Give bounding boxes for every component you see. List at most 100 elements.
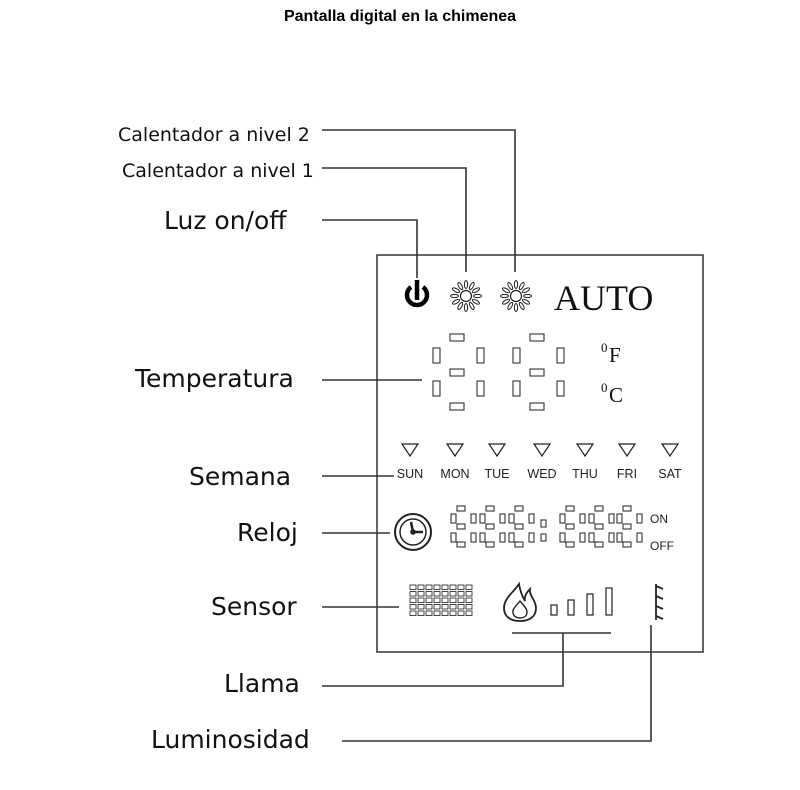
sensor-cell <box>449 584 457 590</box>
sensor-cell <box>409 591 417 597</box>
sensor-cell <box>465 591 473 597</box>
sun-ray <box>513 303 519 312</box>
sun-ray <box>463 280 469 289</box>
sensor-cell <box>449 591 457 597</box>
timer-segment-horizontal <box>622 523 632 530</box>
day-label-thu: THU <box>572 467 598 481</box>
day-label-tue: TUE <box>485 467 510 481</box>
digit-segment-vertical <box>512 380 521 397</box>
timer-segment-vertical <box>616 532 623 543</box>
flame-level-bar <box>586 593 594 616</box>
timer-colon-dot <box>540 533 547 542</box>
timer-segment-vertical <box>588 532 595 543</box>
label-temperature: Temperatura <box>134 364 294 393</box>
timer-segment-horizontal <box>622 505 632 512</box>
label-clock: Reloj <box>237 518 298 547</box>
timer-segment-vertical <box>450 513 457 524</box>
heater-level-1-icon <box>450 280 482 312</box>
timer-colon-dot <box>540 519 547 528</box>
sun-ray <box>523 293 532 299</box>
sun-core <box>459 289 473 303</box>
leader-heater-level-2 <box>322 129 516 272</box>
timer-segment-horizontal <box>456 505 466 512</box>
unit-c-prefix: 0 <box>601 380 608 395</box>
sensor-cell <box>425 591 433 597</box>
flame-level-bar <box>567 599 575 616</box>
timer-segment-horizontal <box>485 505 495 512</box>
sensor-cell <box>457 604 465 610</box>
sun-ray <box>507 301 514 311</box>
label-sensor: Sensor <box>211 592 297 621</box>
sun-ray <box>457 281 464 291</box>
sensor-cell <box>425 604 433 610</box>
sun-ray <box>450 293 459 299</box>
timer-segment-vertical <box>479 513 486 524</box>
label-brightness: Luminosidad <box>151 725 310 754</box>
timer-segment-vertical <box>579 513 586 524</box>
digit-segment-horizontal <box>449 402 465 411</box>
timer-segment-horizontal <box>514 541 524 548</box>
digit-segment-vertical <box>476 380 485 397</box>
digit-segment-horizontal <box>529 368 545 377</box>
timer-segment-vertical <box>470 513 477 524</box>
sensor-cell <box>433 597 441 603</box>
sun-ray <box>501 298 511 305</box>
sensor-cell <box>449 610 457 616</box>
timer-segment-horizontal <box>565 523 575 530</box>
sensor-cell <box>441 584 449 590</box>
flame-level-bar <box>550 604 558 616</box>
unit-f-prefix: 0 <box>601 340 608 355</box>
auto-mode-indicator: AUTO <box>554 278 653 318</box>
sensor-cell <box>465 597 473 603</box>
sun-ray <box>471 287 481 294</box>
timer-segment-display <box>450 505 643 548</box>
sensor-cell <box>441 604 449 610</box>
timer-segment-vertical <box>450 532 457 543</box>
timer-segment-horizontal <box>456 541 466 548</box>
sensor-cell <box>449 597 457 603</box>
timer-segment-horizontal <box>485 523 495 530</box>
digit-segment-horizontal <box>449 368 465 377</box>
sun-ray <box>468 281 475 291</box>
digit-segment-horizontal <box>449 333 465 342</box>
digit-segment-vertical <box>432 380 441 397</box>
timer-segment-vertical <box>559 532 566 543</box>
day-marker-triangle <box>532 443 552 458</box>
digit-segment-vertical <box>556 347 565 364</box>
sensor-cell <box>441 591 449 597</box>
power-icon <box>404 280 430 308</box>
sun-ray <box>457 301 464 311</box>
sensor-cell <box>441 597 449 603</box>
timer-segment-horizontal <box>485 541 495 548</box>
sensor-cell <box>409 604 417 610</box>
sun-ray <box>518 281 525 291</box>
sensor-cell <box>425 584 433 590</box>
day-label-mon: MON <box>440 467 469 481</box>
timer-off-label: OFF <box>650 539 674 553</box>
sensor-cell <box>457 591 465 597</box>
timer-segment-horizontal <box>514 505 524 512</box>
sun-ray <box>507 281 514 291</box>
sensor-cell <box>457 597 465 603</box>
sensor-cell <box>449 604 457 610</box>
heater-level-2-icon <box>500 280 532 312</box>
day-marker-triangle <box>660 443 680 458</box>
sensor-cell <box>417 591 425 597</box>
sensor-cell <box>465 610 473 616</box>
digit-segment-vertical <box>512 347 521 364</box>
sensor-cell <box>417 597 425 603</box>
timer-segment-vertical <box>528 513 535 524</box>
sun-ray <box>463 303 469 312</box>
label-light: Luz on/off <box>164 206 287 235</box>
sensor-cell <box>425 610 433 616</box>
sun-ray <box>451 287 461 294</box>
timer-segment-vertical <box>616 513 623 524</box>
timer-segment-vertical <box>470 532 477 543</box>
label-week: Semana <box>189 462 291 491</box>
sensor-cell <box>433 610 441 616</box>
sun-core <box>509 289 523 303</box>
timer-segment-vertical <box>528 532 535 543</box>
timer-segment-vertical <box>479 532 486 543</box>
